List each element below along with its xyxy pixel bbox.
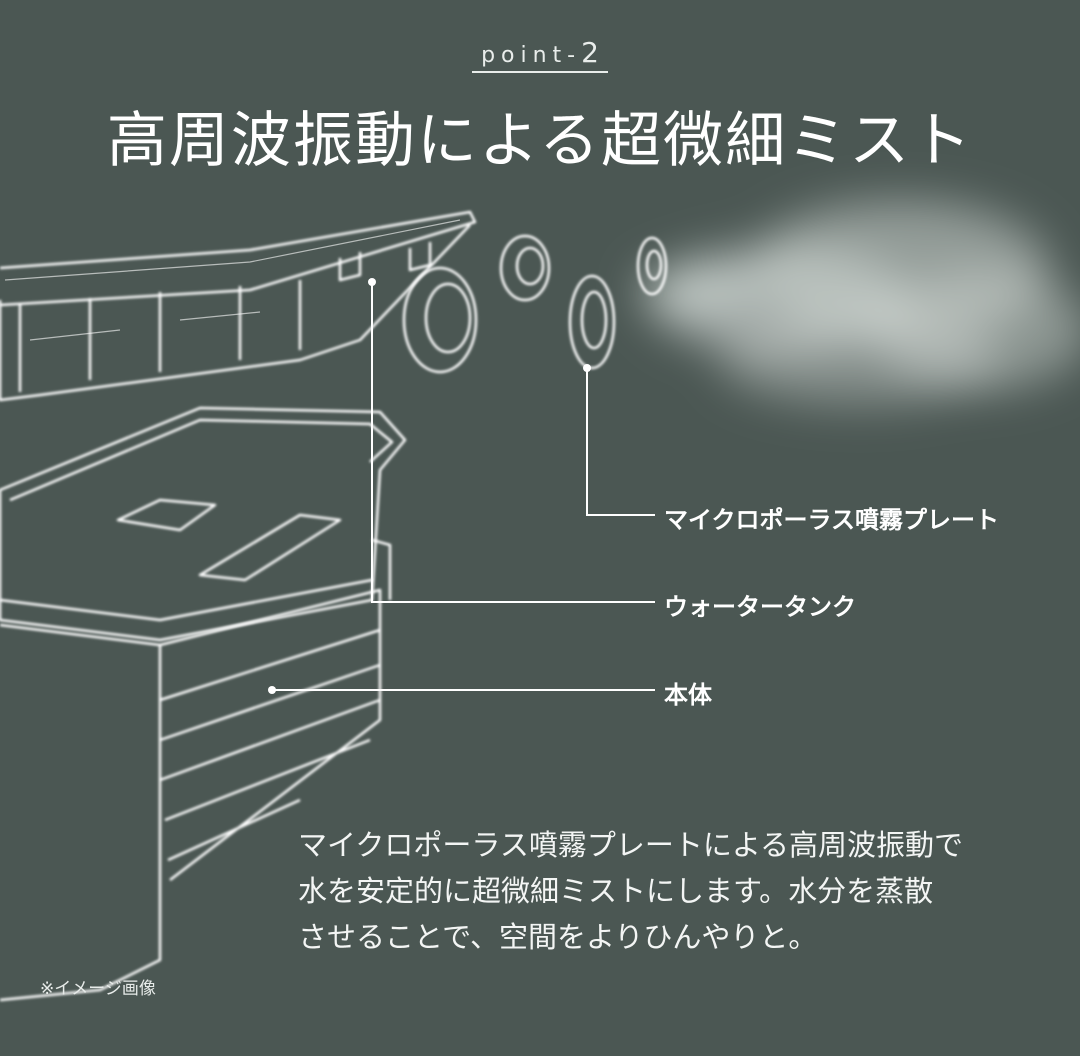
label-water-tank: ウォータータンク <box>664 593 856 621</box>
point-number: 2 <box>581 36 599 69</box>
description-line-1: マイクロポーラス噴霧プレートによる高周波振動で <box>298 828 963 862</box>
description-line-3: させることで、空間をよりひんやりと。 <box>298 920 818 954</box>
atomizer-rings <box>402 234 668 374</box>
point-heading: point-2 <box>0 36 1080 69</box>
point-underline <box>472 71 608 73</box>
mist-cloud <box>640 200 1080 405</box>
description-line-2: 水を安定的に超微細ミストにします。水分を蒸散 <box>298 874 934 908</box>
water-tank-outline <box>0 406 407 642</box>
lid-outline <box>0 210 477 402</box>
point-label: point- <box>481 43 582 68</box>
page-title: 高周波振動による超微細ミスト <box>106 106 974 176</box>
image-note: ※イメージ画像 <box>40 979 156 999</box>
description: マイクロポーラス噴霧プレートによる高周波振動で 水を安定的に超微細ミストにします… <box>298 822 1058 960</box>
leader-lines <box>272 282 655 691</box>
label-micro-porous-plate: マイクロポーラス噴霧プレート <box>664 506 1000 534</box>
label-main-body: 本体 <box>664 681 712 709</box>
main-body-outline <box>0 538 392 1002</box>
